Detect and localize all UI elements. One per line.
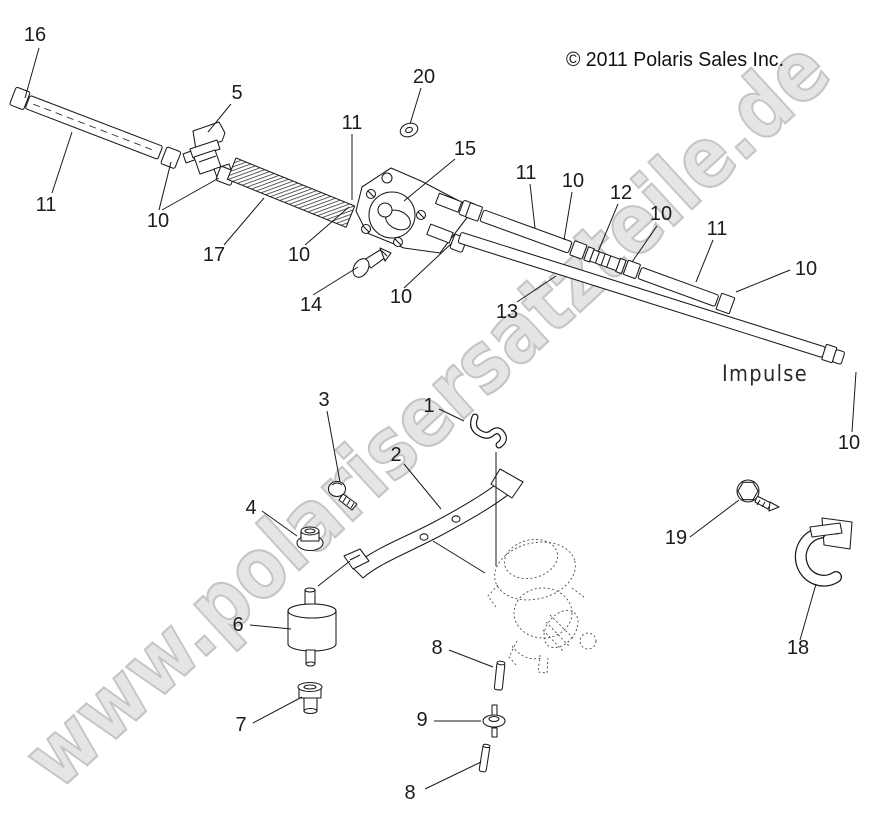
callout-10-mid: 10 — [562, 170, 584, 192]
part-fuel-valve — [182, 121, 234, 181]
callout-12: 12 — [610, 182, 632, 204]
part-flange-nut — [296, 526, 324, 552]
callout-1: 1 — [423, 395, 434, 417]
callout-11-pump: 11 — [342, 112, 363, 134]
callout-18: 18 — [787, 637, 809, 659]
part-screw-small — [327, 480, 358, 511]
part-hose-clip — [470, 413, 507, 449]
callout-10-valve12: 10 — [650, 203, 672, 225]
impulse-label: Impulse — [722, 362, 808, 387]
callout-11-left: 11 — [36, 194, 57, 216]
callout-numbers: 16 11 5 10 17 11 20 15 10 14 10 11 10 12… — [24, 24, 860, 804]
part-fuel-line-top — [9, 86, 163, 160]
callout-3: 3 — [318, 389, 329, 411]
part-cushion-clamp — [794, 517, 853, 587]
callout-10-hose-left: 10 — [288, 244, 310, 266]
part-impulse-line — [457, 232, 845, 365]
part-rivet — [352, 247, 392, 278]
part-hose-fitting-valve-left — [160, 146, 182, 169]
part-washer — [399, 122, 419, 138]
callout-7: 7 — [235, 714, 246, 736]
callout-2: 2 — [390, 444, 401, 466]
callout-13: 13 — [496, 301, 518, 323]
callout-20: 20 — [413, 66, 435, 88]
part-outlet-hose-chain — [465, 202, 736, 315]
callout-16: 16 — [24, 24, 46, 46]
callout-10-cap: 10 — [838, 432, 860, 454]
callout-19: 19 — [665, 527, 687, 549]
part-carburetor-sketch — [487, 538, 597, 674]
part-fuel-pump — [355, 167, 477, 254]
callout-15: 15 — [454, 138, 476, 160]
part-vent-tube-upper — [493, 660, 506, 691]
callout-17: 17 — [203, 244, 225, 266]
part-screw-self-tapping — [736, 479, 780, 512]
callout-14: 14 — [300, 294, 322, 316]
callout-6: 6 — [232, 614, 243, 636]
copyright-text: © 2011 Polaris Sales Inc. — [566, 49, 784, 71]
callout-11-mid: 11 — [516, 162, 537, 184]
callout-8-lower: 8 — [404, 782, 415, 804]
callout-10-right: 10 — [795, 258, 817, 280]
callout-4: 4 — [245, 497, 256, 519]
callout-10-valve: 10 — [147, 210, 169, 232]
diagram-artwork — [9, 86, 853, 773]
part-mounting-bracket — [343, 468, 524, 579]
part-coiled-hose — [226, 157, 356, 228]
leader-lines — [24, 47, 857, 790]
callout-10-pump-out: 10 — [390, 286, 412, 308]
callout-11-right: 11 — [707, 218, 728, 240]
part-vent-tube-lower — [478, 743, 491, 773]
callout-9: 9 — [416, 709, 427, 731]
part-rubber-mount — [287, 587, 337, 667]
callout-8-upper: 8 — [431, 637, 442, 659]
callout-5: 5 — [231, 82, 242, 104]
part-inlet-fitting — [297, 681, 323, 715]
part-tee-fitting — [482, 704, 506, 738]
